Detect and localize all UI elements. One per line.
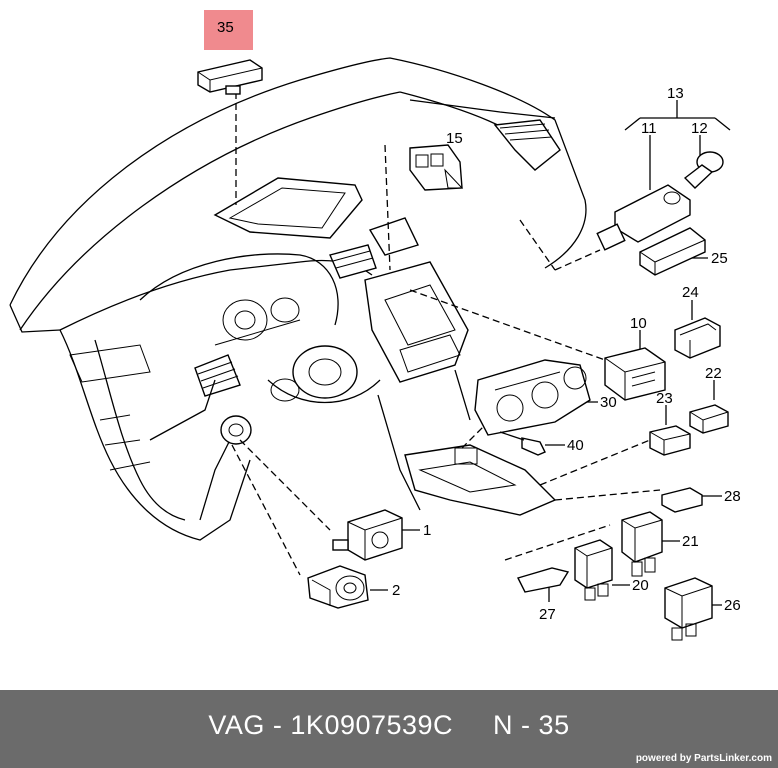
highlight-box-35 [204, 10, 253, 50]
exploded-view-svg: 35 15 13 11 12 25 24 10 30 40 23 22 28 2… [9, 10, 741, 641]
part-40 [499, 431, 546, 456]
part-1 [332, 509, 403, 561]
callout-2[interactable]: 2 [392, 582, 400, 599]
part-21 [621, 511, 663, 577]
callout-24[interactable]: 24 [682, 284, 699, 301]
part-20 [574, 539, 613, 601]
part-23 [649, 425, 691, 456]
callout-25[interactable]: 25 [711, 250, 728, 267]
part-25 [639, 227, 706, 276]
part-24 [674, 317, 721, 359]
callout-13[interactable]: 13 [667, 85, 684, 102]
callout-26[interactable]: 26 [724, 597, 741, 614]
part-number-title: VAG - 1K0907539C N - 35 [208, 710, 570, 740]
callout-40[interactable]: 40 [567, 437, 584, 454]
callout-10[interactable]: 10 [630, 315, 647, 332]
part-10 [604, 347, 666, 401]
callout-numbers: 35 15 13 11 12 25 24 10 30 40 23 22 28 2… [217, 19, 741, 623]
callout-28[interactable]: 28 [724, 488, 741, 505]
callout-15[interactable]: 15 [446, 130, 463, 147]
part-15 [409, 144, 464, 191]
callout-12[interactable]: 12 [691, 120, 708, 137]
part-30 [474, 359, 591, 436]
part-22 [689, 404, 729, 434]
part-11-12 [596, 151, 724, 251]
part-27 [516, 567, 570, 593]
callout-11[interactable]: 11 [641, 120, 657, 137]
parts-diagram: 35 15 13 11 12 25 24 10 30 40 23 22 28 2… [9, 10, 741, 641]
leader-lines [231, 92, 661, 576]
part-28 [661, 487, 703, 513]
callout-23[interactable]: 23 [656, 390, 673, 407]
callout-30[interactable]: 30 [600, 394, 617, 411]
callout-27[interactable]: 27 [539, 606, 556, 623]
part-35 [197, 59, 263, 95]
footer-bar: VAG - 1K0907539C N - 35 powered by Parts… [0, 690, 778, 768]
dashboard-body [9, 57, 587, 541]
callout-20[interactable]: 20 [632, 577, 649, 594]
powered-by-link[interactable]: powered by PartsLinker.com [635, 753, 772, 764]
part-2 [307, 565, 369, 609]
callout-22[interactable]: 22 [705, 365, 722, 382]
callout-21[interactable]: 21 [682, 533, 699, 550]
part-26 [664, 577, 713, 641]
callout-35[interactable]: 35 [217, 19, 234, 36]
callout-1[interactable]: 1 [423, 522, 431, 539]
